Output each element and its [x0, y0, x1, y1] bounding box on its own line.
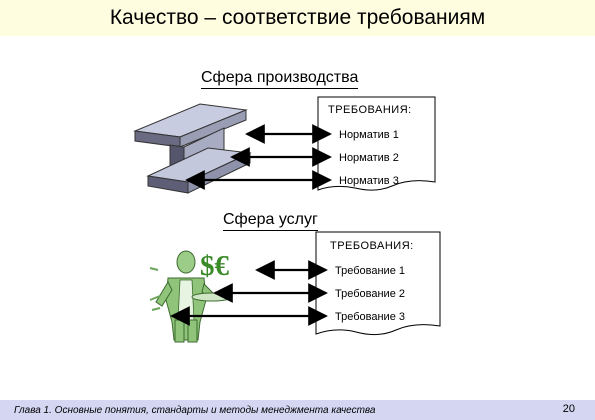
- services-item-2: Требование 2: [335, 288, 405, 300]
- production-requirements-title: ТРЕБОВАНИЯ:: [328, 104, 412, 116]
- footer-chapter: Глава 1. Основные понятия, стандарты и м…: [14, 405, 376, 416]
- services-heading: Сфера услуг: [223, 211, 318, 231]
- page-number: 20: [562, 403, 575, 415]
- currency-label: $€: [200, 250, 229, 282]
- services-item-3: Требование 3: [335, 311, 405, 323]
- title-bar: [0, 0, 595, 36]
- production-item-1: Норматив 1: [339, 129, 399, 141]
- services-requirements-title: ТРЕБОВАНИЯ:: [330, 240, 414, 252]
- production-heading: Сфера производства: [201, 69, 359, 89]
- production-requirements-doc: [317, 96, 436, 191]
- production-item-2: Норматив 2: [339, 152, 399, 164]
- production-item-3: Норматив 3: [339, 175, 399, 187]
- services-item-1: Требование 1: [335, 265, 405, 277]
- footer-bar: [0, 400, 595, 420]
- services-requirements-doc: [315, 231, 441, 336]
- page-title: Качество – соответствие требованиям: [109, 6, 486, 29]
